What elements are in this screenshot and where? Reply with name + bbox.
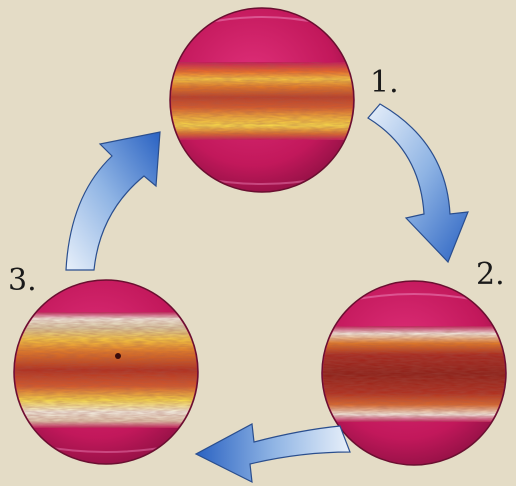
stage-label-2: 2. [476, 260, 505, 290]
arrow-stage1-to-stage2 [368, 104, 468, 262]
stage-label-3: 3. [8, 266, 37, 296]
arrow-stage2-to-stage3 [196, 424, 350, 482]
planet-stage-1 [160, 8, 364, 192]
planet-stage-3 [4, 280, 208, 464]
arrow-stage3-to-stage1 [66, 132, 160, 270]
stage-label-1: 1. [370, 68, 399, 98]
